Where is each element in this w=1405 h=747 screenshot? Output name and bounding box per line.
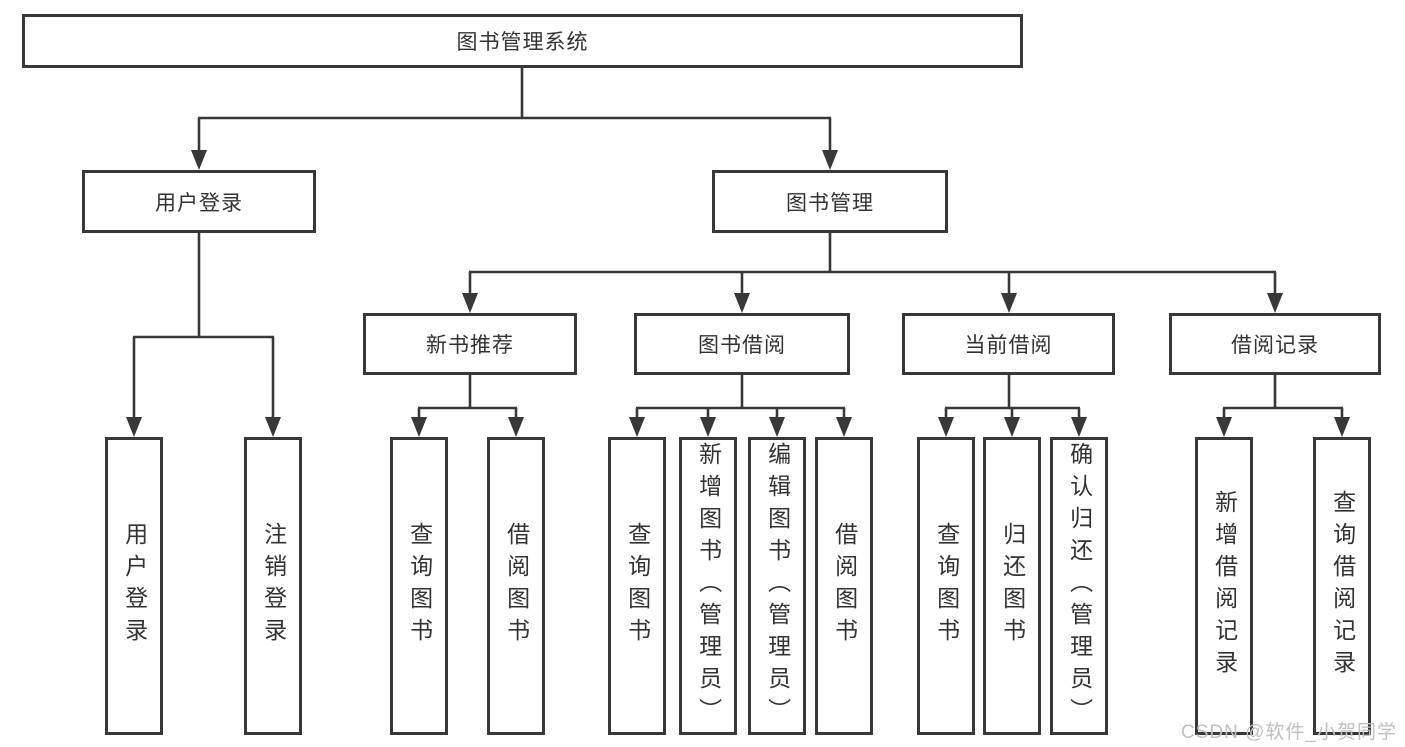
leaf-borrow-books-recommend-label: 借阅图书 bbox=[503, 522, 530, 650]
arrowheads-level2 bbox=[191, 150, 838, 170]
leaf-query-borrow-record-label: 查询借阅记录 bbox=[1329, 490, 1356, 682]
leaf-confirm-return-admin: 确认归还（管理员） bbox=[1050, 437, 1108, 735]
leaf-borrow-books-borrowing-label: 借阅图书 bbox=[831, 522, 858, 650]
connector-new-book-recommend bbox=[417, 375, 518, 420]
node-borrowing-records: 借阅记录 bbox=[1169, 313, 1381, 375]
leaf-add-borrow-record-label: 新增借阅记录 bbox=[1211, 490, 1238, 682]
leaf-add-borrow-record: 新增借阅记录 bbox=[1195, 437, 1253, 735]
csdn-watermark: CSDN @软件_小贺同学 bbox=[1181, 722, 1397, 743]
leaf-add-book-admin: 新增图书（管理员） bbox=[679, 437, 737, 735]
node-new-book-recommend-label: 新书推荐 bbox=[426, 334, 514, 357]
leaf-query-books-borrowing-label: 查询图书 bbox=[624, 522, 651, 650]
leaf-query-books-current-label: 查询图书 bbox=[933, 522, 960, 650]
node-root: 图书管理系统 bbox=[22, 14, 1023, 68]
node-borrowing-records-label: 借阅记录 bbox=[1231, 334, 1319, 357]
leaf-query-borrow-record: 查询借阅记录 bbox=[1313, 437, 1371, 735]
node-user-login-label: 用户登录 bbox=[155, 191, 243, 215]
connector-borrowing-records bbox=[1222, 375, 1344, 420]
leaf-return-books-label: 归还图书 bbox=[999, 522, 1026, 650]
connector-user-login-branch bbox=[132, 233, 275, 420]
node-book-borrowing: 图书借阅 bbox=[634, 313, 850, 375]
connector-book-borrowing bbox=[635, 375, 846, 420]
leaf-logout-login: 注销登录 bbox=[244, 437, 302, 735]
leaf-edit-book-admin-label: 编辑图书（管理员） bbox=[764, 442, 791, 730]
leaf-return-books: 归还图书 bbox=[983, 437, 1041, 735]
leaf-edit-book-admin: 编辑图书（管理员） bbox=[748, 437, 806, 735]
arrowheads-level3 bbox=[462, 293, 1283, 313]
leaf-query-books-recommend-label: 查询图书 bbox=[406, 522, 433, 650]
connector-book-management-branch bbox=[468, 233, 1277, 296]
leaf-logout-login-label: 注销登录 bbox=[260, 522, 287, 650]
leaf-query-books-recommend: 查询图书 bbox=[390, 437, 448, 735]
node-new-book-recommend: 新书推荐 bbox=[363, 313, 577, 375]
node-user-login: 用户登录 bbox=[82, 170, 316, 233]
arrowheads-leaves bbox=[411, 417, 1350, 437]
leaf-query-books-borrowing: 查询图书 bbox=[608, 437, 666, 735]
arrowheads-user-login-branch bbox=[126, 417, 281, 437]
node-current-borrowing: 当前借阅 bbox=[902, 313, 1115, 375]
node-current-borrowing-label: 当前借阅 bbox=[964, 334, 1053, 357]
leaf-confirm-return-admin-label: 确认归还（管理员） bbox=[1066, 442, 1093, 730]
node-book-management: 图书管理 bbox=[712, 170, 948, 233]
leaf-query-books-current: 查询图书 bbox=[917, 437, 975, 735]
node-book-borrowing-label: 图书借阅 bbox=[698, 334, 786, 357]
leaf-add-book-admin-label: 新增图书（管理员） bbox=[695, 442, 722, 730]
connector-root-to-level2 bbox=[197, 68, 832, 153]
leaf-borrow-books-recommend: 借阅图书 bbox=[487, 437, 545, 735]
leaf-user-login-label: 用户登录 bbox=[121, 522, 148, 650]
leaf-borrow-books-borrowing: 借阅图书 bbox=[815, 437, 873, 735]
node-root-label: 图书管理系统 bbox=[456, 31, 589, 54]
connector-current-borrowing bbox=[944, 375, 1081, 420]
node-book-management-label: 图书管理 bbox=[786, 191, 874, 215]
leaf-user-login: 用户登录 bbox=[105, 437, 163, 735]
